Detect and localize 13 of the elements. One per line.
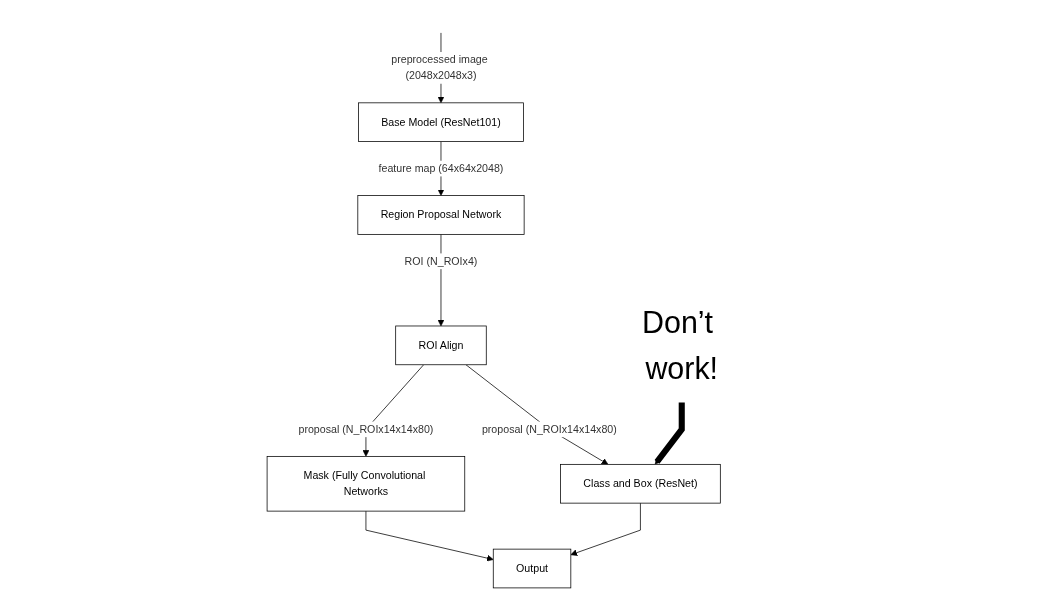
edge-label: feature map (64x64x2048) [378,161,504,174]
node-text: Don’t work! [642,305,719,385]
node-box: ROI Align [395,325,487,365]
node-box: Mask (Fully Convolutional Networks [266,455,466,511]
node-box: Base Model (ResNet101) [358,101,525,142]
edge-label: proposal (N_ROIx14x14x80) [298,422,434,435]
edge-label: ROI (N_ROIx4) [404,254,478,267]
arrow [654,401,685,465]
node-box: Class and Box (ResNet) [560,463,721,503]
edge-label: proposal (N_ROIx14x14x80) [482,422,617,435]
node-box: Output [493,548,572,588]
node-box: Region Proposal Network [357,194,525,235]
edge-label: preprocessed image (2048x2048x3) [391,52,488,82]
